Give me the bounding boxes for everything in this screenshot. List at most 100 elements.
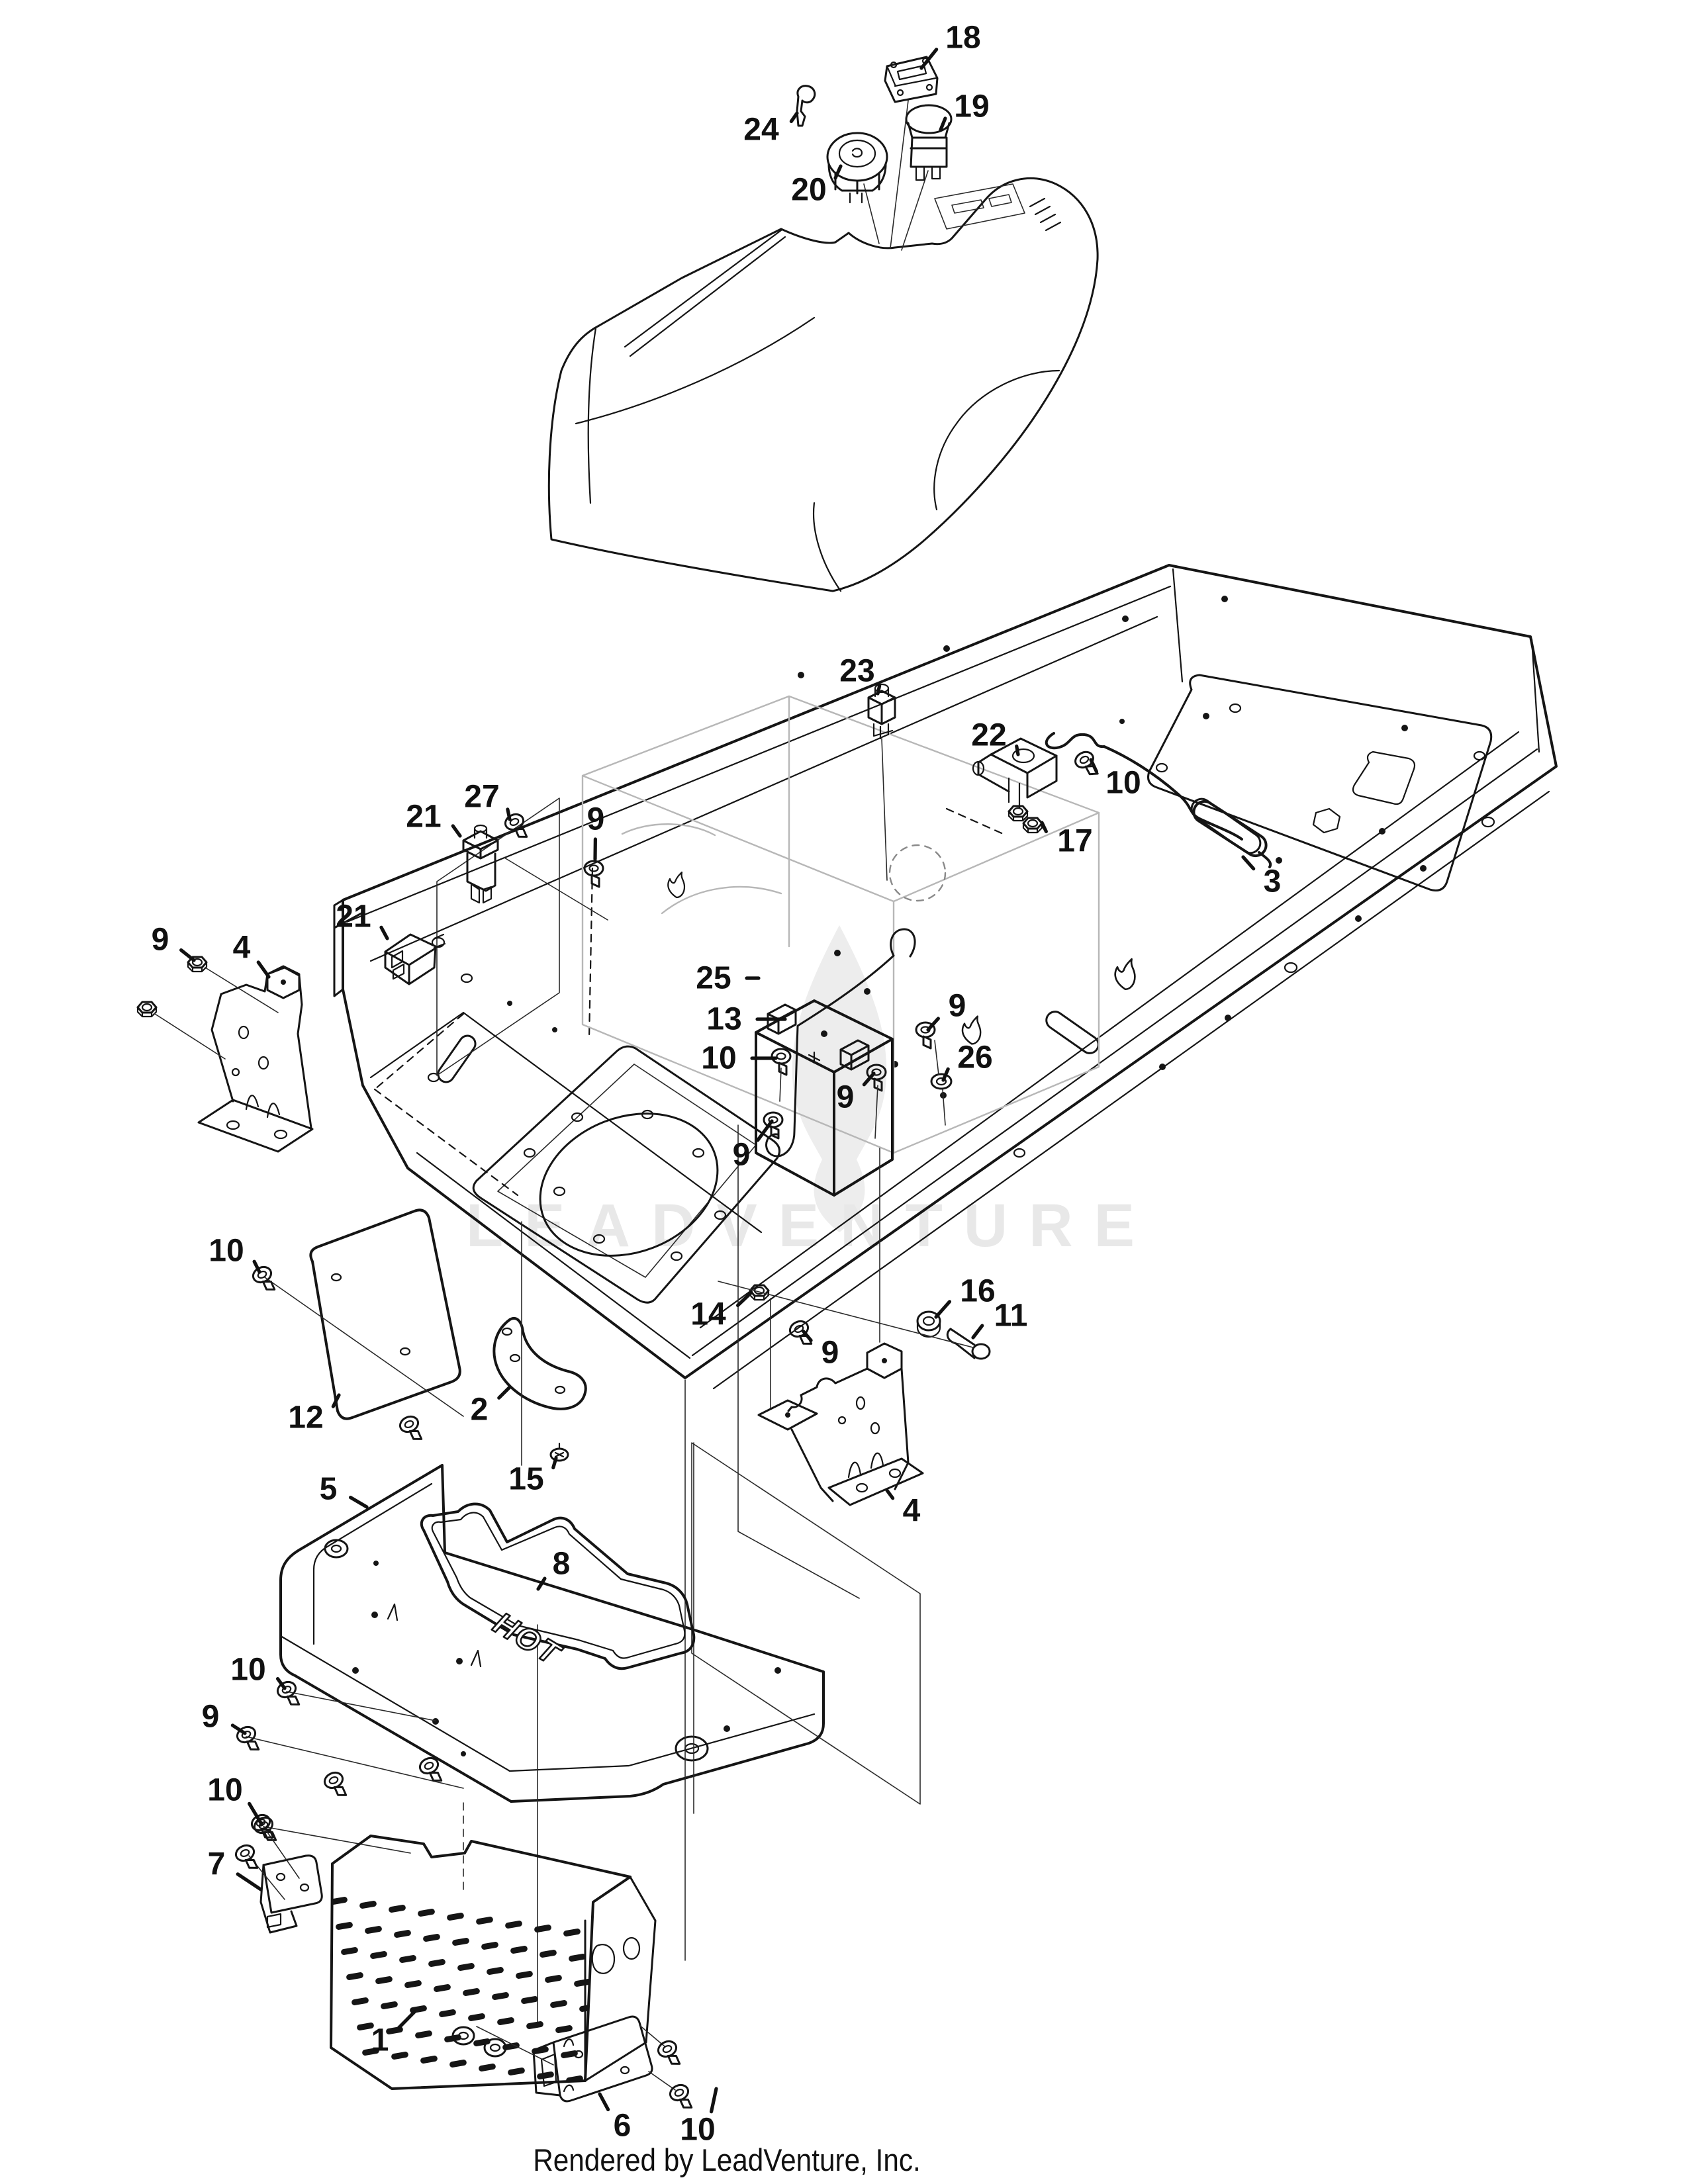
screw-10 [667,2081,696,2115]
console-fender [547,100,1099,592]
bracket-6 [476,2015,676,2103]
callout-leader-9 [179,948,196,962]
frame-support-5 [246,1379,921,2027]
callout-label-25: 25 [696,961,731,996]
callout-leader-15 [551,1456,558,1470]
callout-leader-23 [876,684,882,696]
callout-leader-16 [934,1300,952,1319]
screw-10 [232,1841,262,1875]
bracket-7 [248,1826,323,1934]
callout-label-24: 24 [743,113,779,148]
callout-label-9: 9 [587,802,605,837]
washer-26 [930,1073,953,1090]
battery-cable-10 [1045,732,1272,868]
callout-leader-24 [789,111,799,123]
callout-leader-10 [248,1801,263,1826]
callout-leader-19 [939,116,947,132]
callout-label-10: 10 [209,1234,244,1269]
pto-switch-19 [905,104,953,181]
callout-label-1: 1 [371,2023,389,2058]
callout-label-17: 17 [1057,824,1092,859]
callout-label-15: 15 [508,1462,543,1497]
callout-label-16: 16 [960,1274,995,1309]
callout-leader-3 [1241,855,1256,871]
callout-leader-7 [236,1872,263,1891]
interlock-module-18 [884,56,939,103]
callout-label-3: 3 [1264,864,1282,899]
key-24 [796,85,816,127]
callout-leader-9 [862,1071,876,1087]
callout-label-9: 9 [733,1138,751,1173]
battery-rod-13 [765,928,916,1158]
muffler-guard-1 [330,1835,657,2090]
callout-label-10: 10 [207,1773,242,1808]
callout-label-9: 9 [837,1080,855,1115]
callout-label-9: 9 [152,923,169,958]
callout-label-23: 23 [839,654,874,689]
callout-leader-22 [1015,744,1020,756]
callout-label-19: 19 [954,89,989,124]
frame-main [333,564,1558,1390]
screw-10 [655,2037,684,2071]
callout-label-9: 9 [949,989,966,1024]
screw-9 [786,1317,816,1351]
callout-leader-18 [919,48,939,70]
nut-17 [1008,805,1029,822]
callout-label-9: 9 [821,1336,839,1371]
interlock-switch-21 [462,824,608,921]
callout-leader-10 [709,2087,718,2114]
callout-leader-14 [735,1291,753,1308]
nut-9 [136,1001,158,1018]
callout-label-21: 21 [336,899,371,934]
deflector-12 [264,1208,464,1420]
hot-shield-8: HOT [371,1502,696,1673]
pushnut-15 [549,1442,569,1462]
callout-leader-11 [971,1324,984,1340]
callout-leader-21 [451,824,462,838]
callout-label-2: 2 [471,1392,489,1428]
bracket-4-left [197,965,314,1153]
callout-label-21: 21 [406,799,441,835]
screw-10 [250,1263,279,1297]
callout-label-26: 26 [957,1040,992,1075]
callout-label-12: 12 [288,1400,323,1435]
callout-leader-17 [1040,821,1048,833]
ignition-switch-20 [826,132,888,204]
callout-leader-10 [252,1259,261,1274]
callout-leader-12 [331,1393,341,1408]
bracket-4-right [757,1342,924,1506]
callout-leader-21 [379,925,389,940]
screw-9 [583,860,604,888]
interlock-switch-23 [867,683,896,881]
callout-leader-9 [230,1723,247,1735]
callout-label-10: 10 [230,1653,265,1688]
callout-label-4: 4 [233,931,251,966]
battery-25 [755,928,916,1197]
callout-label-11: 11 [994,1298,1028,1334]
bracket-2 [492,1221,587,1466]
callout-leader-9 [802,1330,813,1342]
callout-label-14: 14 [690,1297,726,1332]
callout-label-22: 22 [971,718,1006,753]
callout-leader-10 [275,1677,287,1690]
callout-leader-10 [1089,758,1098,774]
callout-leader-27 [506,807,512,821]
hot-label: HOT [488,1605,568,1672]
battery-plate-22 [972,737,1058,834]
mounting-plane-sheet [436,797,560,1076]
callout-leader-4 [885,1488,895,1500]
hot-flame-decal-icon [667,871,686,899]
callout-label-4: 4 [903,1494,921,1529]
callout-leader-1 [397,2010,416,2030]
callout-leader-26 [941,1067,950,1082]
callout-label-6: 6 [614,2109,632,2144]
muffler-slots [331,1897,593,2083]
callout-label-5: 5 [320,1472,338,1507]
hot-flame-decal-icon [1114,958,1136,991]
nut-17 [1022,817,1043,834]
callout-leader-6 [598,2092,610,2112]
screw-10 [397,1412,426,1446]
